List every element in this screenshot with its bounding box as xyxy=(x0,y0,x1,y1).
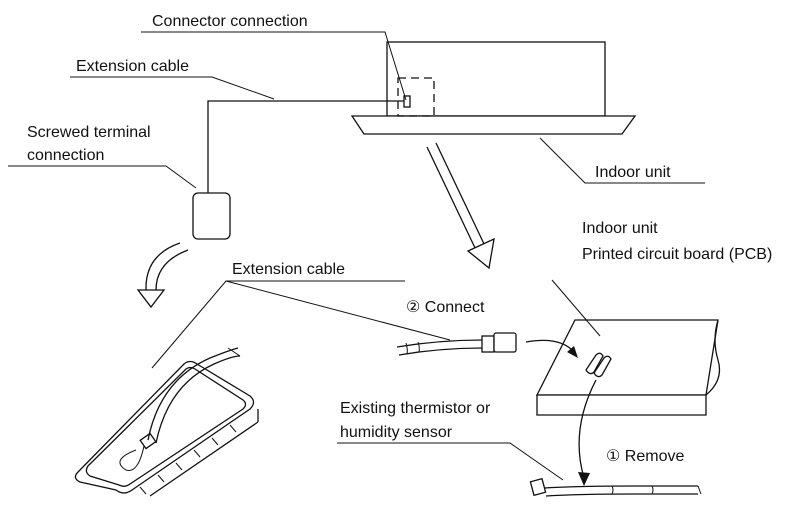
screwed-terminal-label-line1: Screwed terminal xyxy=(27,124,151,141)
extension-cable-top-leader xyxy=(70,76,275,100)
extension-cable-plug xyxy=(396,332,517,356)
indoor-unit-label: Indoor unit xyxy=(595,164,671,181)
remove-arrow xyxy=(578,379,597,479)
pcb-label-line1: Indoor unit xyxy=(582,220,658,237)
indoor-unit-leader xyxy=(539,137,705,184)
indoor-unit xyxy=(350,41,637,135)
remove-step-label: ① Remove xyxy=(606,448,684,465)
connect-step-label: ② Connect xyxy=(406,299,485,316)
connector-connection-leader xyxy=(141,31,407,101)
pcb-label-line2: Printed circuit board (PCB) xyxy=(582,246,772,263)
screwed-terminal-box xyxy=(192,192,231,240)
pcb-board-edge xyxy=(536,394,707,416)
indoor-unit-body xyxy=(386,41,606,117)
pcb-board-top xyxy=(535,319,719,396)
existing-sensor-label-line2: humidity sensor xyxy=(340,424,453,441)
extension-cable-mid-label: Extension cable xyxy=(232,261,345,278)
extension-cable-route xyxy=(207,100,404,193)
indoor-to-pcb-arrow xyxy=(426,142,495,270)
terminal-to-housing-arrow xyxy=(136,242,189,309)
indoor-unit-panel xyxy=(350,115,637,135)
pcb-connector-pin2 xyxy=(593,355,612,378)
existing-sensor-leader xyxy=(337,442,564,481)
pcb-leader xyxy=(551,279,601,337)
connector-area-box xyxy=(397,77,435,117)
remove-arrowhead xyxy=(578,472,590,486)
existing-sensor-label-line1: Existing thermistor or xyxy=(340,400,491,417)
removed-sensor-cable xyxy=(529,477,702,497)
sensor-housing xyxy=(74,347,259,497)
connect-arrowhead xyxy=(567,346,578,358)
extension-cable-mid-leader-right xyxy=(225,280,451,341)
extension-cable-mid-leader-left xyxy=(151,280,405,369)
screwed-terminal-label-line2: connection xyxy=(27,147,104,164)
pcb-connector-pin1 xyxy=(585,352,604,375)
housing-connector xyxy=(139,432,157,450)
screwed-terminal-leader xyxy=(8,165,197,189)
connector-connection-label: Connector connection xyxy=(152,13,308,30)
pcb xyxy=(535,319,721,416)
extension-cable-top-label: Extension cable xyxy=(76,58,189,75)
